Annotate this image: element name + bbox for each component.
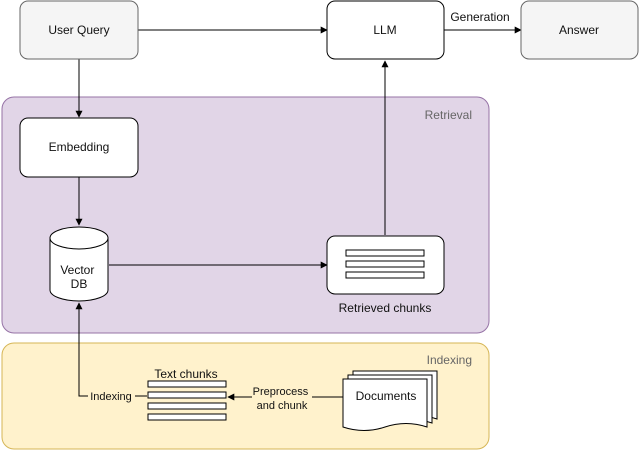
answer-label: Answer — [559, 23, 599, 37]
llm-node — [326, 0, 445, 60]
edge-label-generation: Generation — [450, 10, 509, 24]
edge-label-indexing: Indexing — [90, 391, 132, 403]
indexing-group-label: Indexing — [427, 353, 472, 367]
vector-db-label: Vector DB — [60, 263, 97, 291]
text-chunks-label: Text chunks — [154, 367, 217, 381]
retrieval-group-label: Retrieval — [425, 108, 472, 122]
retrieved-chunks-lines-icon — [345, 249, 425, 279]
edge-label-bg-preprocess — [252, 384, 312, 412]
user-query-node — [19, 0, 139, 60]
embedding-node — [19, 117, 139, 178]
edge-label-preprocess: Preprocess and chunk — [253, 386, 312, 412]
edge-label-bg-indexing — [88, 389, 135, 403]
documents-label: Documents — [356, 389, 417, 403]
answer-node — [520, 0, 639, 60]
user-query-label: User Query — [48, 23, 109, 37]
retrieved-chunks-label: Retrieved chunks — [339, 301, 432, 315]
llm-label: LLM — [373, 23, 396, 37]
text-chunks-lines-icon — [147, 380, 227, 421]
vector-db-node — [49, 226, 109, 302]
embedding-label: Embedding — [49, 140, 110, 154]
documents-node — [342, 370, 438, 431]
